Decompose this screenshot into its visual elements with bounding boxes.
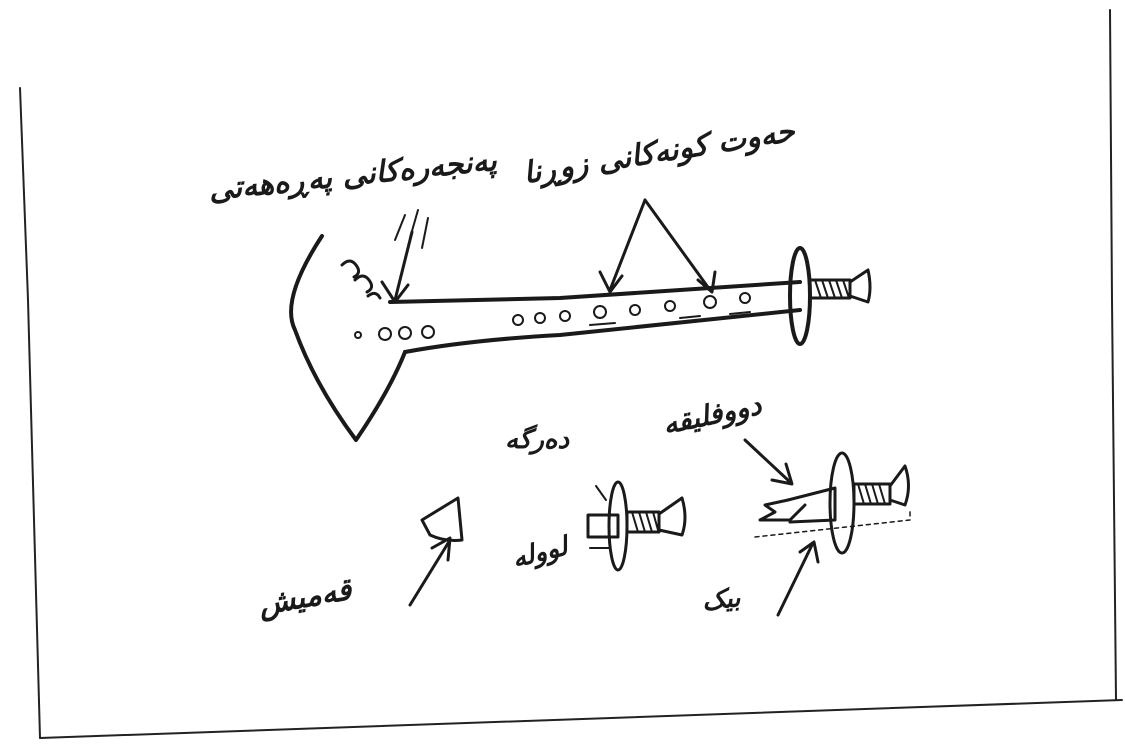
reed-shape — [422, 498, 462, 540]
finger-hole — [665, 301, 675, 311]
bell-decoration — [342, 261, 380, 298]
double-reed-arrow — [745, 440, 790, 482]
seven-holes-arrow-left — [610, 200, 645, 290]
frame-right-edge — [1110, 10, 1116, 700]
zurna-bell — [291, 236, 405, 440]
staple-screw-thread — [858, 484, 885, 504]
reed-part — [410, 498, 462, 605]
label-dargah: دەرگە — [505, 425, 569, 455]
label-staple: بیک — [701, 583, 742, 617]
finger-hole — [704, 296, 716, 308]
tube-screw-thread — [632, 512, 658, 532]
finger-hole — [740, 293, 750, 303]
finger-hole — [594, 306, 606, 318]
finger-hole — [355, 332, 361, 338]
finger-hole — [379, 328, 391, 340]
upper-arrows — [382, 200, 715, 302]
zurna-body-top — [390, 282, 800, 302]
tube-part — [588, 482, 685, 570]
seven-holes-arrow-right — [645, 200, 710, 290]
reed-arrow — [410, 540, 450, 605]
staple-arrow — [778, 545, 812, 615]
zurna-disc — [790, 248, 810, 344]
finger-hole — [513, 315, 523, 325]
finger-hole — [399, 327, 411, 339]
staple-mouthpiece — [890, 466, 909, 505]
tube-mouthpiece — [659, 498, 685, 535]
blowholes-marks — [395, 210, 428, 248]
tube-tick — [596, 486, 606, 500]
finger-hole — [422, 326, 434, 338]
zurna-mouthpiece — [850, 270, 870, 302]
finger-hole — [535, 313, 545, 323]
staple-part — [745, 440, 910, 615]
frame-left-edge — [20, 88, 40, 738]
zurna-body-bottom — [405, 310, 800, 352]
zurna-screw-thread — [815, 280, 849, 298]
tube-body — [588, 515, 618, 537]
frame — [20, 10, 1122, 738]
finger-hole — [630, 305, 640, 315]
double-reed — [760, 500, 805, 520]
frame-bottom-edge — [40, 700, 1122, 738]
finger-hole — [560, 311, 570, 321]
zurna-instrument — [291, 236, 870, 440]
